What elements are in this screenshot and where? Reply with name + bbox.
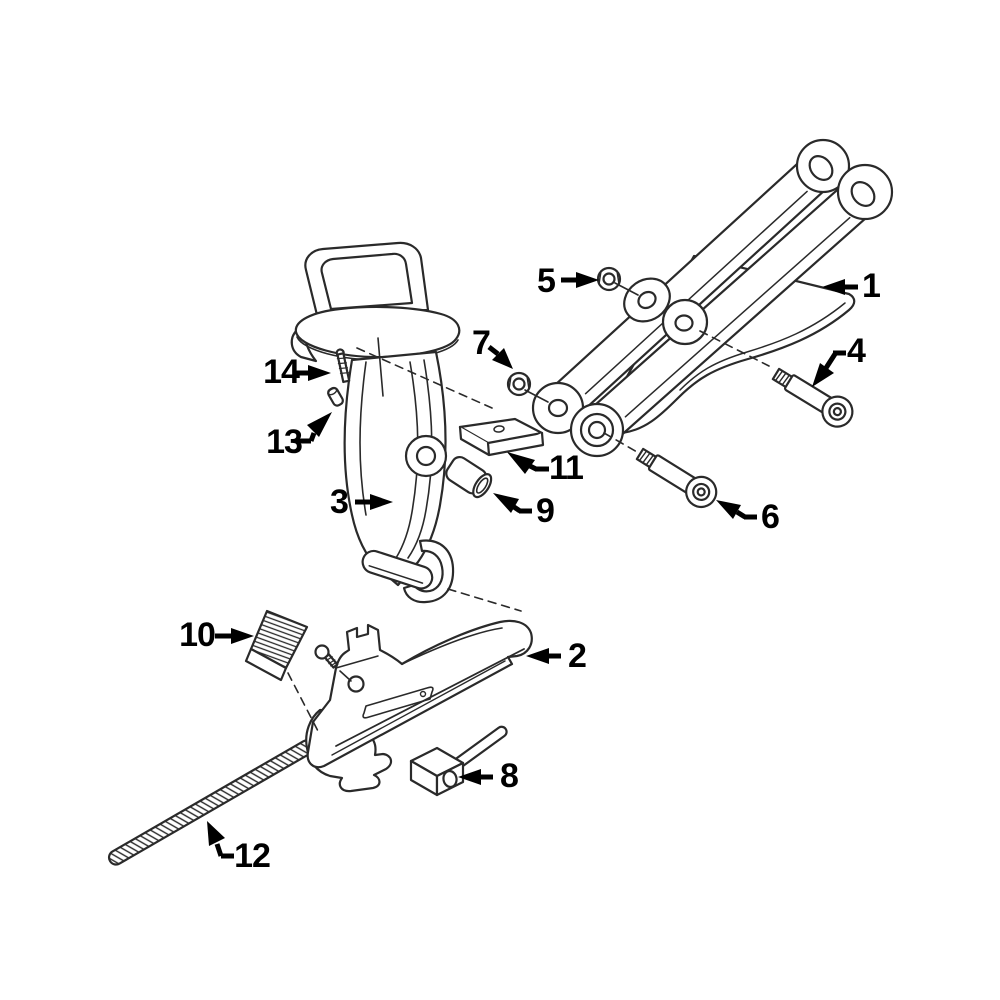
callout-9-arrow (493, 493, 532, 514)
part-2-base-drawing (305, 619, 533, 793)
callout-label-6: 6 (761, 498, 780, 536)
part-14-screw-drawing (335, 348, 351, 384)
callout-2-arrow (526, 648, 561, 664)
callout-3-arrow (355, 494, 393, 510)
callout-label-13: 13 (266, 423, 303, 461)
callout-label-14: 14 (263, 353, 300, 391)
part-13-pin-drawing (327, 386, 344, 407)
part-10-knob-drawing (244, 609, 309, 682)
callout-label-7: 7 (472, 324, 491, 362)
callout-label-4: 4 (847, 332, 866, 370)
part-4-bolt-drawing (771, 367, 854, 428)
callout-label-9: 9 (536, 492, 555, 530)
callout-label-8: 8 (500, 757, 519, 795)
callout-8-arrow (458, 769, 493, 785)
callout-label-10: 10 (179, 616, 216, 654)
callout-14-arrow (295, 365, 331, 381)
callout-11-arrow (507, 452, 549, 474)
callout-12-arrow (207, 821, 234, 859)
callout-7-arrow (487, 345, 513, 369)
callout-10-arrow (215, 628, 254, 644)
part-8-square-nut-drawing (409, 725, 508, 797)
callout-arrows (207, 272, 858, 859)
assembly-axis-lines (287, 282, 770, 734)
callout-5-arrow (561, 272, 599, 288)
callout-1-arrow (822, 279, 858, 295)
part-3-arm-drawing (290, 241, 461, 604)
callout-13-arrow (296, 412, 332, 444)
callout-label-1: 1 (862, 267, 881, 305)
callout-label-3: 3 (330, 483, 349, 521)
callout-label-11: 11 (549, 449, 584, 487)
part-5-nut-drawing (596, 266, 622, 292)
callout-6-arrow (716, 500, 757, 520)
callout-label-12: 12 (234, 837, 271, 875)
detent-screw-drawing (314, 644, 339, 669)
part-11-plate-drawing (458, 417, 545, 457)
callout-label-2: 2 (568, 637, 587, 675)
part-1-linkage-drawing (531, 138, 894, 458)
part-9-bushing-drawing (445, 455, 493, 499)
callout-label-5: 5 (537, 262, 556, 300)
part-6-bolt-drawing (635, 447, 718, 509)
callout-4-arrow (812, 350, 846, 387)
part-12-threaded-rod-drawing (107, 739, 315, 866)
